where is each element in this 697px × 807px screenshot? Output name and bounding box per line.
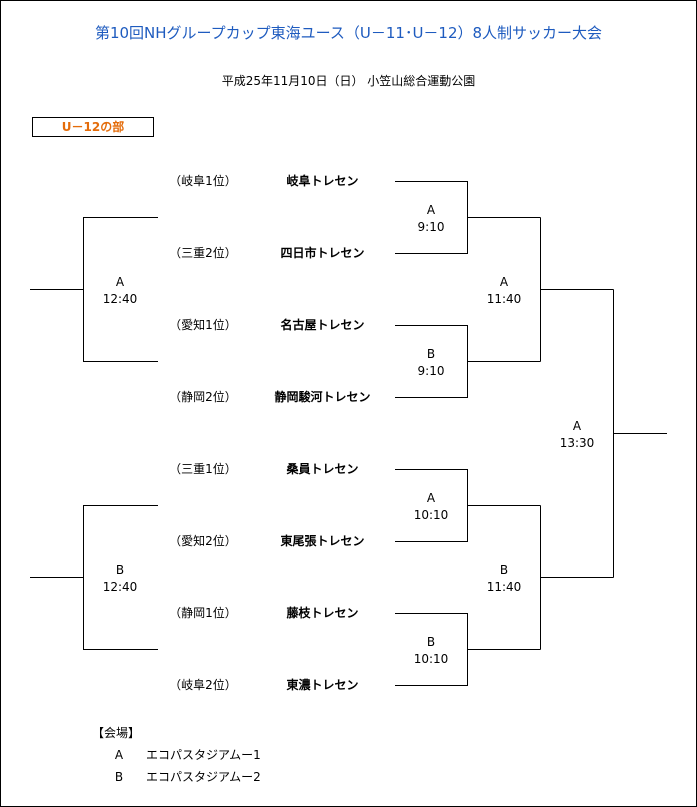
bracket-semi-b <box>540 505 614 650</box>
tournament-title: 第10回NHグループカップ東海ユース（U－11･U－12）8人制サッカー大会 <box>94 24 603 42</box>
date-venue-line: 平成25年11月10日（日） 小笠山総合運動公園 <box>221 74 476 88</box>
seed-label: （愛知2位） <box>169 534 237 548</box>
match-time: 9:10 <box>417 220 445 234</box>
venue-id: B <box>114 770 124 784</box>
match-left-b: B 12:40 <box>90 562 150 596</box>
team-name: 藤枝トレセン <box>286 606 359 620</box>
bracket-left-a <box>30 217 158 362</box>
bracket-r1-match1 <box>395 181 541 254</box>
bracket-left-b <box>30 505 158 650</box>
seed-label: （岐阜1位） <box>169 174 237 188</box>
match-venue: B <box>499 563 509 577</box>
match-time: 13:30 <box>559 436 595 450</box>
match-final: A 13:30 <box>547 418 607 452</box>
match-semi-a: A 11:40 <box>474 274 534 308</box>
match-time: 10:10 <box>413 652 449 666</box>
venue-heading: 【会場】 <box>92 726 141 740</box>
seed-label: （三重2位） <box>169 246 237 260</box>
venue-name: エコパスタジアムー1 <box>146 748 261 762</box>
match-r1-1: A 9:10 <box>401 202 461 236</box>
match-time: 11:40 <box>486 292 522 306</box>
division-label: U－12の部 <box>32 117 154 137</box>
match-venue: B <box>426 347 436 361</box>
bracket-r1-match3 <box>395 469 541 542</box>
team-name: 岐阜トレセン <box>286 174 359 188</box>
venue-id: A <box>114 748 124 762</box>
match-venue: A <box>115 275 125 289</box>
venue-row-b: B エコパスタジアムー2 <box>92 768 261 785</box>
match-time: 12:40 <box>102 292 138 306</box>
venue-name: エコパスタジアムー2 <box>146 770 261 784</box>
seed-label: （静岡1位） <box>169 606 237 620</box>
match-venue: A <box>499 275 509 289</box>
bracket-semi-a <box>540 217 614 362</box>
seed-label: （愛知1位） <box>169 318 237 332</box>
match-time: 9:10 <box>417 364 445 378</box>
match-time: 12:40 <box>102 580 138 594</box>
match-left-a: A 12:40 <box>90 274 150 308</box>
match-venue: B <box>426 635 436 649</box>
seed-label: （三重1位） <box>169 462 237 476</box>
bracket-r1-match2 <box>395 325 541 398</box>
match-venue: B <box>115 563 125 577</box>
team-name: 東尾張トレセン <box>280 534 365 548</box>
match-r1-4: B 10:10 <box>401 634 461 668</box>
seed-label: （静岡2位） <box>169 390 237 404</box>
bracket-r1-match4 <box>395 613 541 686</box>
match-venue: A <box>572 419 582 433</box>
bracket-final <box>613 289 667 578</box>
team-name: 四日市トレセン <box>280 246 365 260</box>
match-venue: A <box>426 491 436 505</box>
team-name: 東濃トレセン <box>286 678 359 692</box>
team-name: 桑員トレセン <box>286 462 359 476</box>
match-r1-2: B 9:10 <box>401 346 461 380</box>
match-time: 11:40 <box>486 580 522 594</box>
team-name: 静岡駿河トレセン <box>274 390 371 404</box>
match-semi-b: B 11:40 <box>474 562 534 596</box>
venue-row-a: A エコパスタジアムー1 <box>92 746 261 763</box>
team-name: 名古屋トレセン <box>280 318 365 332</box>
match-r1-3: A 10:10 <box>401 490 461 524</box>
seed-label: （岐阜2位） <box>169 678 237 692</box>
match-time: 10:10 <box>413 508 449 522</box>
match-venue: A <box>426 203 436 217</box>
